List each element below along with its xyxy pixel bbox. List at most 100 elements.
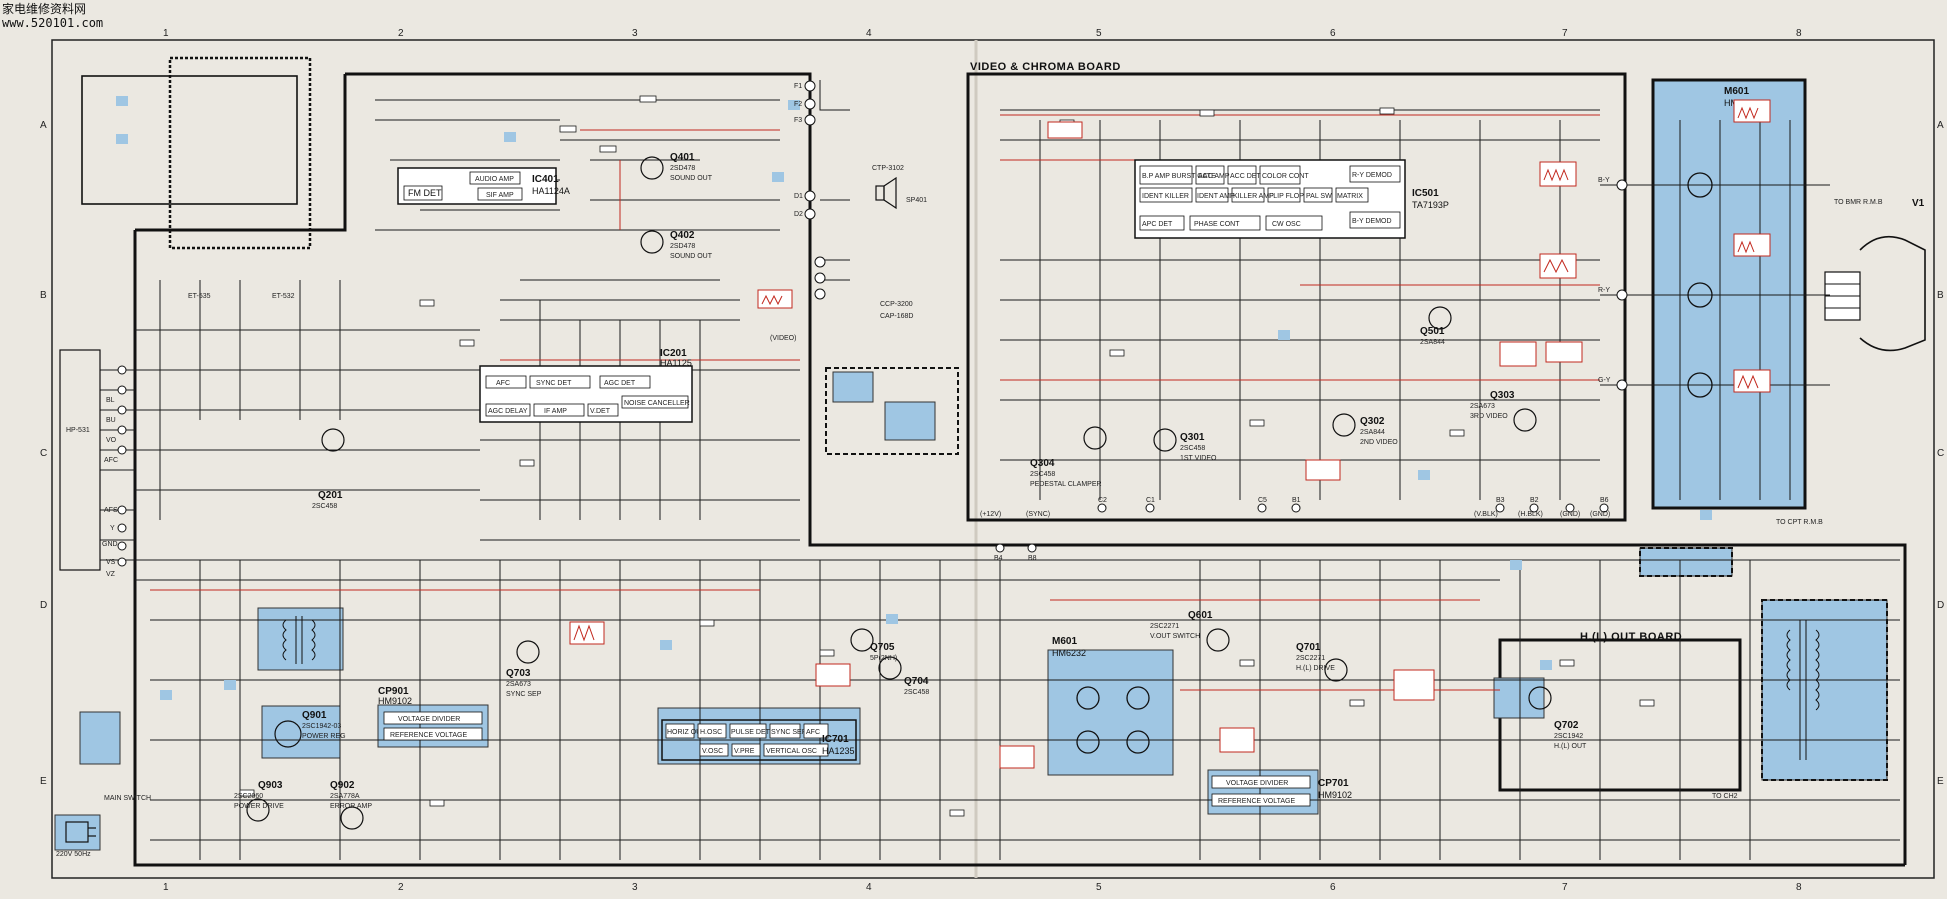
grid-col-6-bottom: 6 (1330, 882, 1336, 893)
grid-col-2: 2 (398, 28, 404, 39)
q903-ref: Q903 (258, 780, 283, 791)
conn-y: Y (110, 525, 115, 532)
watermark-url: www.520101.com (2, 16, 104, 30)
ic701-v-osc: V.OSC (702, 748, 723, 755)
video-chroma-board-outline (966, 72, 1627, 522)
power-board-outline (133, 230, 1905, 867)
ic501: B.P AMP BURST GATE ACC AMP ACC DET COLOR… (1134, 159, 1449, 239)
ic701-part: HA1235 (822, 746, 855, 756)
ic201-v-det: V.DET (590, 408, 611, 415)
ic201-if-amp: IF AMP (544, 408, 567, 415)
conn-b-y: B-Y (1598, 177, 1610, 184)
ic201-sync-det: SYNC DET (536, 380, 572, 387)
bead-core-panel (1493, 677, 1545, 719)
contrast-panel (884, 401, 936, 441)
q501-ref: Q501 (1420, 326, 1445, 337)
ic501-matrix: MATRIX (1337, 193, 1363, 200)
chroma-bottom-connectors: B4 B8 C2 C1 C5 B1 B3 B2 B6 (+12V) (SYNC)… (980, 497, 1610, 562)
ic501-color-cont: COLOR CONT (1262, 173, 1309, 180)
colour-contrast-subboard (825, 367, 959, 455)
grid-row-e: E (40, 776, 47, 787)
fuse-panel (79, 711, 121, 765)
grid-col-7-bottom: 7 (1562, 882, 1568, 893)
conn-d1: D1 (794, 193, 803, 200)
ic501-cw-osc: CW OSC (1272, 221, 1301, 228)
crt-symbol (1824, 235, 1926, 352)
q903-part: 2SC2060 (234, 793, 263, 800)
et-535-label: ET-535 (188, 293, 211, 300)
conn-c5: C5 (1258, 497, 1267, 504)
label-sync: (SYNC) (1026, 511, 1050, 518)
grid-col-6: 6 (1330, 28, 1336, 39)
rgb-outputs: B-Y R-Y G-Y (1598, 177, 1628, 391)
transistor-labels: Q401 2SD478 SOUND OUT Q402 2SD478 SOUND … (234, 152, 1587, 810)
speaker-icon (875, 176, 897, 210)
q702-role: H.(L) OUT (1554, 743, 1587, 750)
q903-role: POWER DRIVE (234, 803, 284, 810)
q701-part: 2SC2271 (1296, 655, 1325, 662)
q901-ref: Q901 (302, 710, 327, 721)
grid-row-a-right: A (1937, 120, 1944, 131)
ic501-pal-sw: PAL SW (1306, 193, 1332, 200)
ic501-apc-det: APC DET (1142, 221, 1173, 228)
q705-ref: Q705 (870, 642, 895, 653)
grid-col-8: 8 (1796, 28, 1802, 39)
conn-vs: VS (106, 559, 116, 566)
filter-box (81, 75, 298, 205)
cp901-part: HM9102 (378, 696, 412, 706)
grid-col-1-bottom: 1 (163, 882, 169, 893)
conn-b3: B3 (1496, 497, 1505, 504)
hp-531-label: HP-531 (66, 427, 90, 434)
ic501-acc-det: ACC DET (1230, 173, 1261, 180)
q902-role: ERROR AMP (330, 803, 372, 810)
f-connectors: F1 F2 F3 D1 D2 (VIDEO) (770, 80, 826, 342)
q401-role: SOUND OUT (670, 175, 713, 182)
q304-role: PEDESTAL CLAMPER (1030, 481, 1102, 488)
cp701: VOLTAGE DIVIDER REFERENCE VOLTAGE CP701 … (1211, 775, 1352, 807)
m601-hm6232: M601 HM6232 (1052, 636, 1150, 754)
ic501-phase-cont: PHASE CONT (1194, 221, 1240, 228)
ic201-agc-delay: AGC DELAY (488, 408, 528, 415)
v1-label: V1 (1912, 198, 1925, 209)
left-connector: AFS Y BU BL VO AFC GND VS VZ HP-531 (59, 349, 127, 578)
conn-b6: B6 (1600, 497, 1609, 504)
power-plug-icon (65, 821, 96, 843)
conn-bl: BL (106, 397, 115, 404)
q302-part: 2SA844 (1360, 429, 1385, 436)
q302-ref: Q302 (1360, 416, 1385, 427)
grid-col-4-bottom: 4 (866, 882, 872, 893)
ic401-part: HA1124A (532, 186, 570, 196)
grid-col-5-bottom: 5 (1096, 882, 1102, 893)
watermark-title: 家电维修资料网 (2, 2, 87, 16)
q702-part: 2SC1942 (1554, 733, 1583, 740)
ic401-fm-det: FM DET (408, 188, 442, 198)
q301-part: 2SC458 (1180, 445, 1205, 452)
grid-row-d: D (40, 600, 47, 611)
grid-rows-right: A B C D E (1937, 120, 1944, 787)
main-switch-label: MAIN SWITCH (104, 795, 151, 802)
q703-part: 2SA673 (506, 681, 531, 688)
ic501-ident-killer: IDENT KILLER (1142, 193, 1189, 200)
flyback-transformer (1786, 620, 1820, 760)
watermark: 家电维修资料网 www.520101.com (2, 2, 103, 30)
cp701-voltage-divider: VOLTAGE DIVIDER (1226, 780, 1288, 787)
power-transformer-panel (257, 607, 344, 671)
cp901: CP901 HM9102 VOLTAGE DIVIDER REFERENCE V… (378, 686, 483, 741)
q701-ref: Q701 (1296, 642, 1321, 653)
component-highlights (116, 96, 1712, 700)
grid-row-a: A (40, 120, 47, 131)
q703-ref: Q703 (506, 668, 531, 679)
cap-label: CAP-168D (880, 313, 913, 320)
q201-part: 2SC458 (312, 503, 337, 510)
ic701-afc: AFC (806, 729, 820, 736)
conn-d2: D2 (794, 211, 803, 218)
cp701-part: HM9102 (1318, 790, 1352, 800)
grid-col-3-bottom: 3 (632, 882, 638, 893)
grid-row-b: B (40, 290, 47, 301)
conn-afs: AFS (104, 507, 118, 514)
cp901-panel (377, 704, 489, 748)
ic701-horiz-out: HORIZ OUT (667, 729, 706, 736)
conn-gnd: GND (102, 541, 118, 548)
cp701-reference-voltage: REFERENCE VOLTAGE (1218, 798, 1295, 805)
